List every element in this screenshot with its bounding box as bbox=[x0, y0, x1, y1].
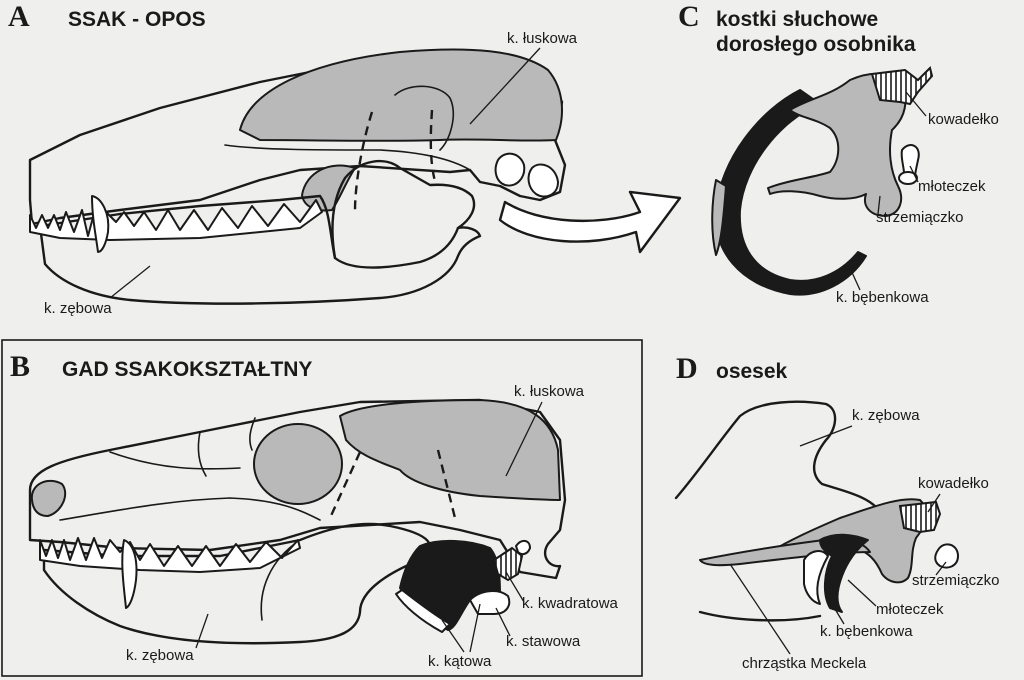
panel-b: B GAD SSAKOKSZTAŁTNY k. łuskowa bbox=[1, 339, 643, 677]
label-c-incus: kowadełko bbox=[928, 111, 999, 128]
panel-d-letter: D bbox=[676, 352, 698, 385]
label-a-dentary: k. zębowa bbox=[44, 300, 112, 317]
label-b-articular: k. stawowa bbox=[506, 633, 581, 650]
reptile-teeth-row bbox=[39, 537, 301, 573]
opossum-canine bbox=[91, 195, 110, 253]
label-d-tympanic: k. bębenkowa bbox=[820, 623, 913, 640]
adult-incus bbox=[870, 66, 934, 106]
opossum-coronoid bbox=[331, 160, 476, 260]
label-d-incus: kowadełko bbox=[918, 475, 989, 492]
panel-a-letter: A bbox=[8, 0, 30, 33]
reptile-zygomatic-dashed bbox=[328, 451, 362, 519]
opossum-jaw-gray-patch bbox=[301, 164, 356, 212]
reptile-nostril bbox=[30, 479, 67, 517]
panel-c-title-line1: kostki słuchowe bbox=[716, 8, 878, 31]
label-b-quadrate: k. kwadratowa bbox=[522, 595, 619, 612]
pouch-young-stapes bbox=[934, 543, 959, 569]
label-b-dentary: k. zębowa bbox=[126, 647, 194, 664]
arrow-a-to-c bbox=[498, 190, 682, 254]
label-b-angular: k. kątowa bbox=[428, 653, 492, 670]
pouch-young-dentary bbox=[674, 400, 882, 514]
pouch-young-incus bbox=[898, 500, 942, 534]
reptile-squamosal bbox=[339, 399, 561, 501]
pouch-young-tympanic bbox=[803, 550, 829, 605]
opossum-zygomatic-dashed bbox=[353, 111, 374, 211]
pouch-young-malleus bbox=[819, 533, 869, 613]
reptile-dentary bbox=[42, 522, 432, 645]
panel-d: D osesek k. zębowa kowadełko strzemiączk… bbox=[674, 352, 1000, 672]
label-c-tympanic: k. bębenkowa bbox=[836, 289, 929, 306]
panel-b-title: GAD SSAKOKSZTAŁTNY bbox=[62, 358, 312, 381]
label-a-squamosal: k. łuskowa bbox=[507, 30, 578, 47]
panel-d-title: osesek bbox=[716, 360, 788, 383]
panel-a-title: SSAK - OPOS bbox=[68, 8, 206, 31]
label-d-meckel: chrząstka Meckela bbox=[742, 655, 867, 672]
opossum-squamosal bbox=[239, 48, 563, 142]
panel-c-letter: C bbox=[678, 0, 700, 33]
panel-c-title-line2: dorosłego osobnika bbox=[716, 33, 916, 56]
label-c-malleus: młoteczek bbox=[918, 178, 986, 195]
reptile-skull-outline bbox=[28, 398, 567, 580]
reptile-orbit bbox=[253, 423, 343, 505]
label-d-stapes: strzemiączko bbox=[912, 572, 1000, 589]
reptile-articular bbox=[469, 590, 511, 615]
panel-b-frame bbox=[1, 339, 643, 677]
label-d-malleus: młoteczek bbox=[876, 601, 944, 618]
panel-b-letter: B bbox=[10, 350, 30, 383]
opossum-ear-bulla bbox=[494, 152, 526, 187]
label-d-dentary: k. zębowa bbox=[852, 407, 920, 424]
opossum-teeth-row bbox=[29, 199, 323, 246]
reptile-quadrate bbox=[492, 546, 524, 582]
opossum-skull-contour bbox=[224, 144, 471, 171]
panel-a: A SSAK - OPOS k. łuskowa k. zębowa bbox=[8, 0, 578, 317]
reptile-angular bbox=[399, 539, 501, 631]
label-c-stapes: strzemiączko bbox=[876, 209, 964, 226]
reptile-canine bbox=[121, 539, 138, 609]
label-b-squamosal: k. łuskowa bbox=[514, 383, 585, 400]
panel-c: C kostki słuchowe dorosłego osobnika kow… bbox=[678, 0, 999, 306]
opossum-dentary bbox=[38, 194, 482, 305]
